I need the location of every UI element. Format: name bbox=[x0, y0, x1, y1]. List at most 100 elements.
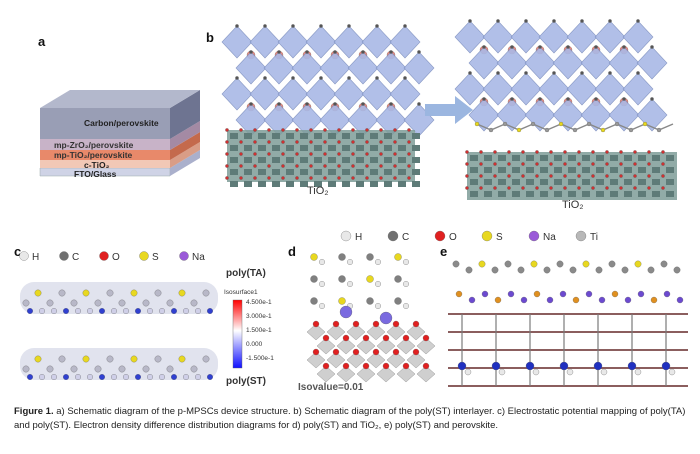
oxygen-atom bbox=[309, 128, 313, 132]
nitrogen-atom bbox=[491, 361, 501, 371]
tio2-cell bbox=[370, 157, 378, 163]
oxygen-atom bbox=[392, 348, 400, 356]
tio2-cell bbox=[314, 181, 322, 187]
oxygen-atom bbox=[351, 140, 355, 144]
octahedron bbox=[524, 46, 556, 80]
oxygen-atom bbox=[507, 186, 511, 190]
nitrogen-atom bbox=[525, 361, 535, 371]
isosurface-atom bbox=[87, 308, 93, 314]
oxygen-atom bbox=[407, 164, 411, 168]
legend-label-s: S bbox=[496, 232, 503, 243]
octahedron bbox=[566, 20, 598, 54]
vertex-atom bbox=[417, 102, 421, 106]
crystal-structures bbox=[221, 19, 677, 200]
tio2-cell bbox=[384, 133, 392, 139]
tio2-cell bbox=[230, 145, 238, 151]
nitrogen-atom bbox=[627, 361, 637, 371]
oxygen-atom bbox=[479, 150, 483, 154]
tio2-cell bbox=[638, 191, 646, 197]
polymer-atom bbox=[530, 260, 538, 268]
vertex-atom bbox=[482, 97, 486, 101]
hydrogen-atom bbox=[668, 368, 676, 376]
oxygen-atom bbox=[267, 176, 271, 180]
tio2-cell bbox=[638, 167, 646, 173]
tio2-cell bbox=[384, 181, 392, 187]
tio2-cell bbox=[370, 181, 378, 187]
hydrogen-atom bbox=[464, 368, 472, 376]
tio2-cell bbox=[300, 133, 308, 139]
vertex-atom bbox=[594, 97, 598, 101]
oxygen-atom bbox=[393, 128, 397, 132]
chain-atom bbox=[142, 365, 150, 373]
oxygen-atom bbox=[479, 174, 483, 178]
legend-label-c: C bbox=[72, 252, 79, 263]
tio2-cell bbox=[540, 155, 548, 161]
isosurface-atom bbox=[123, 374, 129, 380]
interface-atom bbox=[533, 290, 541, 298]
tio2-unit bbox=[306, 351, 326, 369]
tio2-cell bbox=[624, 179, 632, 185]
colorbar bbox=[232, 299, 243, 369]
vertex-atom bbox=[538, 45, 542, 49]
tio2-cell bbox=[356, 181, 364, 187]
oxygen-atom bbox=[412, 320, 420, 328]
tio2-cell bbox=[512, 179, 520, 185]
oxygen-atom bbox=[322, 334, 330, 342]
polymer-atom bbox=[530, 121, 536, 127]
tio2-cell bbox=[258, 181, 266, 187]
polymer-bond bbox=[490, 123, 506, 131]
polymer-bond bbox=[532, 123, 548, 131]
oxygen-atom bbox=[379, 176, 383, 180]
oxygen-atom bbox=[281, 128, 285, 132]
oxygen-atom bbox=[493, 174, 497, 178]
tio2-cell bbox=[286, 145, 294, 151]
oxygen-atom bbox=[351, 152, 355, 156]
oxygen-atom bbox=[422, 362, 430, 370]
oxygen-atom bbox=[309, 164, 313, 168]
oxygen-atom bbox=[365, 164, 369, 168]
polymer-atom bbox=[452, 260, 460, 268]
legend-atom-o bbox=[434, 230, 446, 242]
tio2-cell bbox=[554, 179, 562, 185]
oxygen-atom bbox=[372, 348, 380, 356]
oxygen-atom bbox=[661, 150, 665, 154]
isosurface-atom bbox=[39, 374, 45, 380]
vertex-atom bbox=[319, 24, 323, 28]
chain-atom bbox=[46, 365, 54, 373]
oxygen-atom bbox=[352, 320, 360, 328]
interface-atom bbox=[637, 290, 645, 298]
tio2-cell bbox=[624, 155, 632, 161]
octahedron bbox=[305, 25, 337, 59]
octahedron bbox=[482, 20, 514, 54]
isosurface-atom bbox=[39, 308, 45, 314]
tio2-cell bbox=[624, 167, 632, 173]
oxygen-atom bbox=[619, 174, 623, 178]
vertex-atom bbox=[566, 97, 570, 101]
vertex-atom bbox=[347, 24, 351, 28]
figure-caption: Figure 1. a) Schematic diagram of the p-… bbox=[14, 405, 686, 432]
oxygen-atom bbox=[479, 186, 483, 190]
polymer-atom bbox=[465, 266, 473, 274]
isosurface-atom bbox=[171, 374, 177, 380]
oxygen-atom bbox=[535, 174, 539, 178]
tio2-cell bbox=[342, 133, 350, 139]
vertex-atom bbox=[249, 102, 253, 106]
hydrogen-atom bbox=[403, 259, 409, 265]
vertex-atom bbox=[263, 76, 267, 80]
oxygen-atom bbox=[267, 128, 271, 132]
interface-atom bbox=[455, 290, 463, 298]
oxygen-atom bbox=[535, 150, 539, 154]
tio2-cell bbox=[540, 191, 548, 197]
layer-label-tio2-mp: mp-TiO₂/perovskite bbox=[54, 150, 133, 160]
octahedron bbox=[347, 51, 379, 85]
oxygen-atom bbox=[323, 140, 327, 144]
oxygen-atom bbox=[239, 140, 243, 144]
tio2-unit bbox=[336, 365, 356, 383]
tio2-cell bbox=[498, 191, 506, 197]
chain-atom bbox=[166, 299, 174, 307]
chain-atom bbox=[202, 289, 210, 297]
octahedron bbox=[221, 25, 253, 59]
chain-atom bbox=[154, 289, 162, 297]
oxygen-atom bbox=[225, 164, 229, 168]
vertex-atom bbox=[235, 24, 239, 28]
